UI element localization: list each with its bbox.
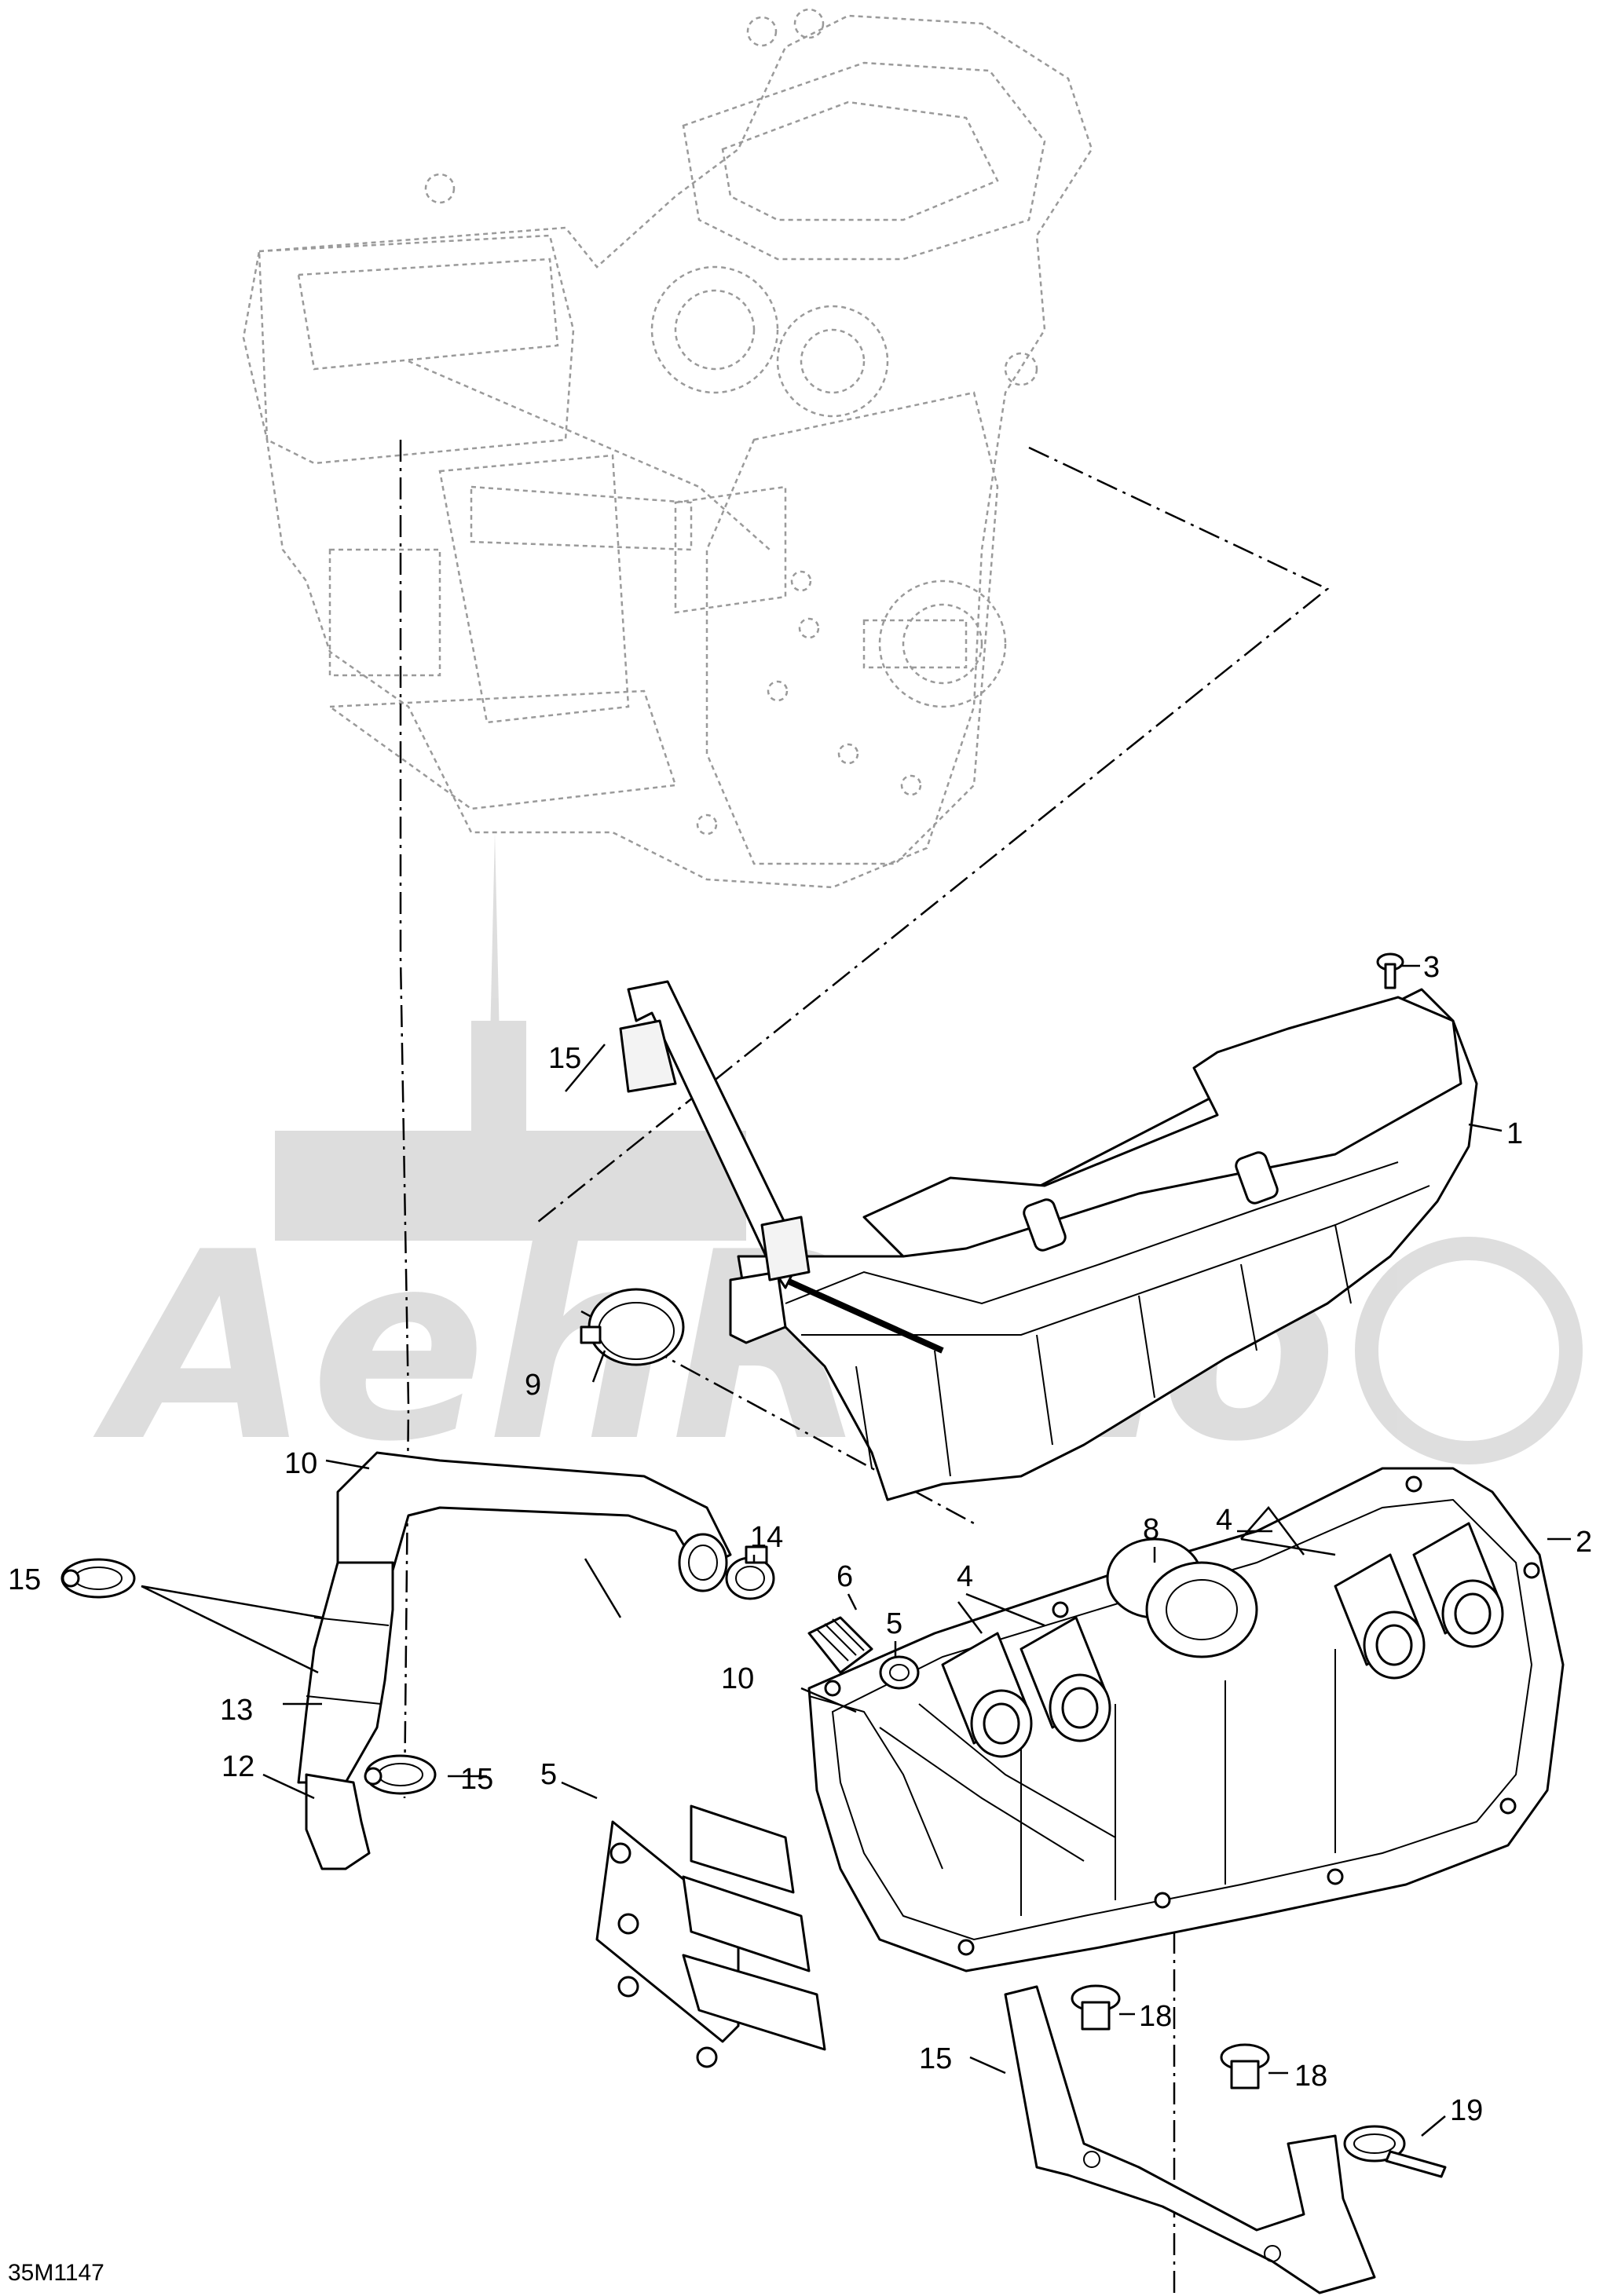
callout-13: 13 (220, 1694, 253, 1727)
callout-4-lower: 4 (957, 1560, 973, 1593)
leader-lines (141, 964, 1571, 2137)
callout-labels: 3 1 2 4 4 8 15 9 10 14 6 5 10 15 13 12 1… (8, 951, 1592, 2286)
callout-4-upper: 4 (1216, 1504, 1232, 1537)
callout-19: 19 (1450, 2094, 1483, 2127)
clamp-15-top (60, 1558, 136, 1599)
callout-1: 1 (1506, 1117, 1523, 1150)
callout-9: 9 (525, 1369, 541, 1402)
elbow-12 (305, 1773, 371, 1870)
callout-15-top: 15 (8, 1563, 41, 1596)
callout-16: 15 (919, 2042, 952, 2075)
grommet-6 (879, 1655, 920, 1690)
filter-tubes (941, 1522, 1504, 1758)
engine-ghost (242, 8, 1093, 889)
drawing-code: 35M1147 (8, 2260, 104, 2286)
callout-15-bottom: 15 (460, 1763, 493, 1796)
grommet-18-b (1220, 2043, 1270, 2089)
callout-8: 8 (1143, 1513, 1159, 1546)
screw-3 (1376, 952, 1404, 989)
callout-10: 10 (721, 1662, 754, 1695)
callout-2: 2 (1576, 1526, 1592, 1559)
callout-3: 3 (1423, 951, 1440, 984)
hose-11 (336, 1451, 732, 1592)
resonator-13 (297, 1561, 394, 1784)
spring-7 (807, 1616, 873, 1674)
callout-11: 10 (284, 1447, 317, 1480)
callout-7: 6 (836, 1560, 853, 1593)
airbox-base-screws (824, 1475, 1540, 1956)
callout-18-a: 18 (1139, 2000, 1172, 2033)
clamp-9 (580, 1288, 685, 1366)
tie-wrap-19 (1343, 2125, 1447, 2178)
callout-18-b: 18 (1294, 2060, 1327, 2093)
grommet-18-a (1071, 1984, 1121, 2031)
callout-17: 15 (548, 1042, 581, 1075)
airbox-cover (729, 988, 1478, 1501)
callout-5: 5 (540, 1758, 557, 1791)
clamp-15-bottom (364, 1754, 437, 1795)
callout-14: 14 (750, 1521, 783, 1554)
callout-12: 12 (221, 1750, 254, 1783)
airbox-base (807, 1467, 1565, 1972)
callout-6: 5 (886, 1607, 902, 1640)
bracket-16 (1004, 1985, 1376, 2294)
filter-5 (595, 1804, 826, 2068)
strap-17 (619, 980, 811, 1289)
clamp-14 (725, 1545, 775, 1600)
coupling-8 (1106, 1537, 1258, 1658)
